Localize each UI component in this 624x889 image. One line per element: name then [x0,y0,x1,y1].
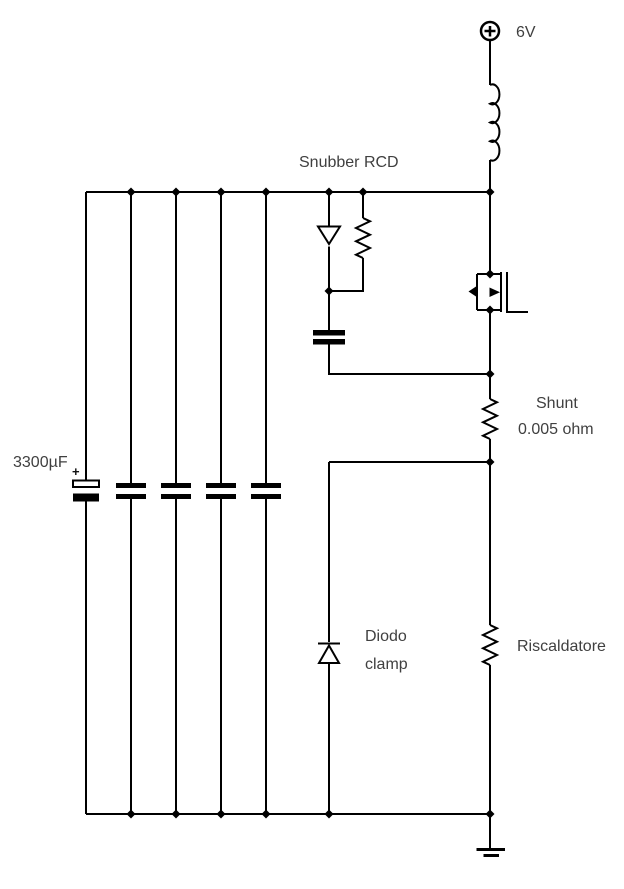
polarity-plus-label: + [72,464,80,479]
inductor-icon [487,83,501,162]
snubber-capacitor-icon [313,330,345,345]
ground-icon [476,848,505,857]
clamp-diode-icon [317,643,341,664]
snubber-resistor-icon [355,217,371,259]
snubber-label: Snubber RCD [299,154,399,171]
snubber-rcd [328,192,490,375]
shunt-name-label: Shunt [536,395,578,412]
mosfet-arrows [468,286,500,297]
supply-voltage-label: 6V [516,24,536,41]
electrolytic-capacitor-icon [72,479,100,502]
shunt-value-label: 0.005 ohm [518,421,594,438]
power-terminal-icon [479,20,501,85]
heater-label: Riscaldatore [517,638,606,655]
clamp-diode-label-line1: Diodo [365,628,407,645]
mosfet-icon [476,160,528,399]
capacitance-label: 3300µF [13,454,68,471]
junction-dots [126,187,495,819]
clamp-diode-label-line2: clamp [365,656,408,673]
shunt-resistor-icon [482,398,498,625]
clamp-diode-branch [318,461,490,814]
capacitor-icons [116,483,281,499]
capacitor-bank-wires [85,192,267,814]
snubber-diode-icon [316,225,342,246]
